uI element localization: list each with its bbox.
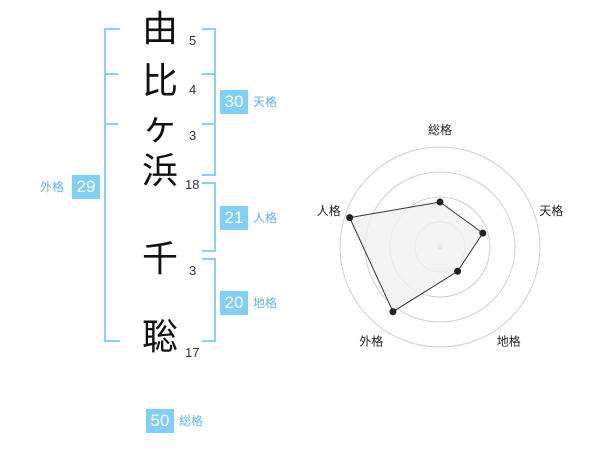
radar-axis-label-5: 人格 [317,203,341,218]
radar-point-1 [436,198,444,206]
jinkaku-label: 人格 [253,211,278,225]
jinkaku-value: 21 [220,206,248,230]
soukaku-value: 50 [146,409,174,433]
chikaku-value: 20 [220,291,248,315]
tenkaku-tick-1 [202,73,214,75]
gaikaku-value: 29 [72,175,100,199]
tenkaku-label: 天格 [253,95,278,109]
radar-point-4 [389,308,397,316]
jinkaku-bracket [202,182,216,252]
radar-series-area [348,201,484,313]
radar-axis-label-2: 天格 [539,203,563,218]
name-char-6: 聡 [141,317,178,358]
gaikaku-bracket [104,28,120,342]
radar-axis-label-1: 総格 [428,122,452,137]
stroke-count-1: 5 [189,33,197,48]
stroke-count-6: 17 [185,345,200,360]
tenkaku-bracket [202,28,216,176]
soukaku-label: 総格 [179,414,204,428]
tenkaku-value: 30 [220,90,248,114]
radar-point-2 [479,229,487,237]
radar-point-5 [346,214,354,222]
radar-ring-4 [339,146,541,348]
chikaku-label: 地格 [253,296,278,310]
name-char-1: 由 [141,9,178,50]
name-char-2: 比 [141,61,178,102]
stroke-count-4: 18 [185,177,200,192]
tenkaku-tick-2 [202,123,214,125]
stroke-count-5: 3 [189,263,197,278]
name-char-5: 千 [141,239,178,280]
gaikaku-inner-tick-1 [104,73,118,75]
chikaku-bracket [202,258,216,342]
name-char-4: 浜 [141,151,178,192]
stroke-count-3: 3 [189,128,197,143]
radar-axis-label-4: 外格 [359,334,383,349]
stroke-count-2: 4 [189,82,197,97]
gaikaku-inner-tick-2 [104,123,118,125]
radar-axis-label-3: 地格 [497,334,521,349]
name-char-3: ヶ [141,107,178,148]
gaikaku-label: 外格 [40,180,65,194]
radar-point-3 [454,267,462,275]
